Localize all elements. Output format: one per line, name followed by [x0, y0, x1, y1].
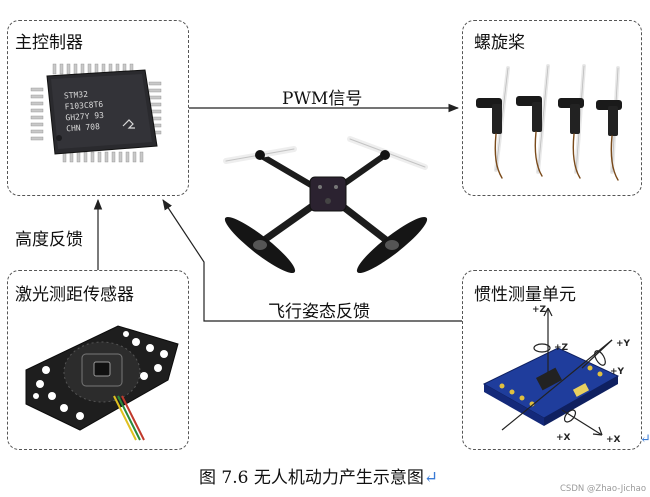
- pwm-signal-label: PWM信号: [282, 89, 363, 109]
- mcu-chip-image: STM32 F103C8T6 GH27Y 93 CHN 708: [30, 63, 162, 163]
- imu-axis-x-left: +X: [556, 433, 571, 443]
- imu-axis-y-mid: +Y: [610, 367, 625, 377]
- laser-sensor-label: 激光测距传感器: [15, 285, 134, 305]
- propeller-label: 螺旋桨: [474, 33, 525, 53]
- chip-marking-line-2: F103C8T6: [64, 100, 103, 112]
- chip-marking-line-3: GH27Y 93: [65, 111, 104, 123]
- caption-return-mark: ↵: [423, 468, 439, 488]
- attitude-feedback-arrow: [162, 199, 462, 322]
- chip-marking-line-4: CHN 708: [66, 122, 100, 133]
- caption-text: 图 7.6 无人机动力产生示意图: [199, 468, 424, 488]
- csdn-watermark: CSDN @Zhao-Jichao: [560, 484, 647, 494]
- height-feedback-label: 高度反馈: [15, 230, 83, 250]
- chip-marking-line-1: STM32: [64, 90, 89, 101]
- imu-image: +Z +Z +Y +Y +X +X: [482, 305, 631, 445]
- imu-label: 惯性测量单元: [474, 285, 576, 305]
- propellers-image: [476, 64, 622, 181]
- propeller-box: [462, 20, 642, 196]
- side-return-mark: ↵: [640, 432, 650, 447]
- imu-axis-y-right: +Y: [616, 339, 631, 349]
- attitude-feedback-label: 飞行姿态反馈: [268, 302, 370, 322]
- imu-axis-x-right: +X: [606, 435, 621, 445]
- figure-caption: 图 7.6 无人机动力产生示意图↵: [199, 463, 438, 488]
- controller-label: 主控制器: [15, 33, 83, 53]
- quadcopter-image: [223, 136, 428, 274]
- imu-axis-z-side: +Z: [554, 343, 569, 353]
- laser-sensor-box: [7, 270, 189, 450]
- imu-box: [462, 270, 642, 450]
- laser-sensor-image: [25, 325, 179, 441]
- controller-box: [7, 20, 189, 196]
- imu-axis-z-top: +Z: [532, 305, 547, 315]
